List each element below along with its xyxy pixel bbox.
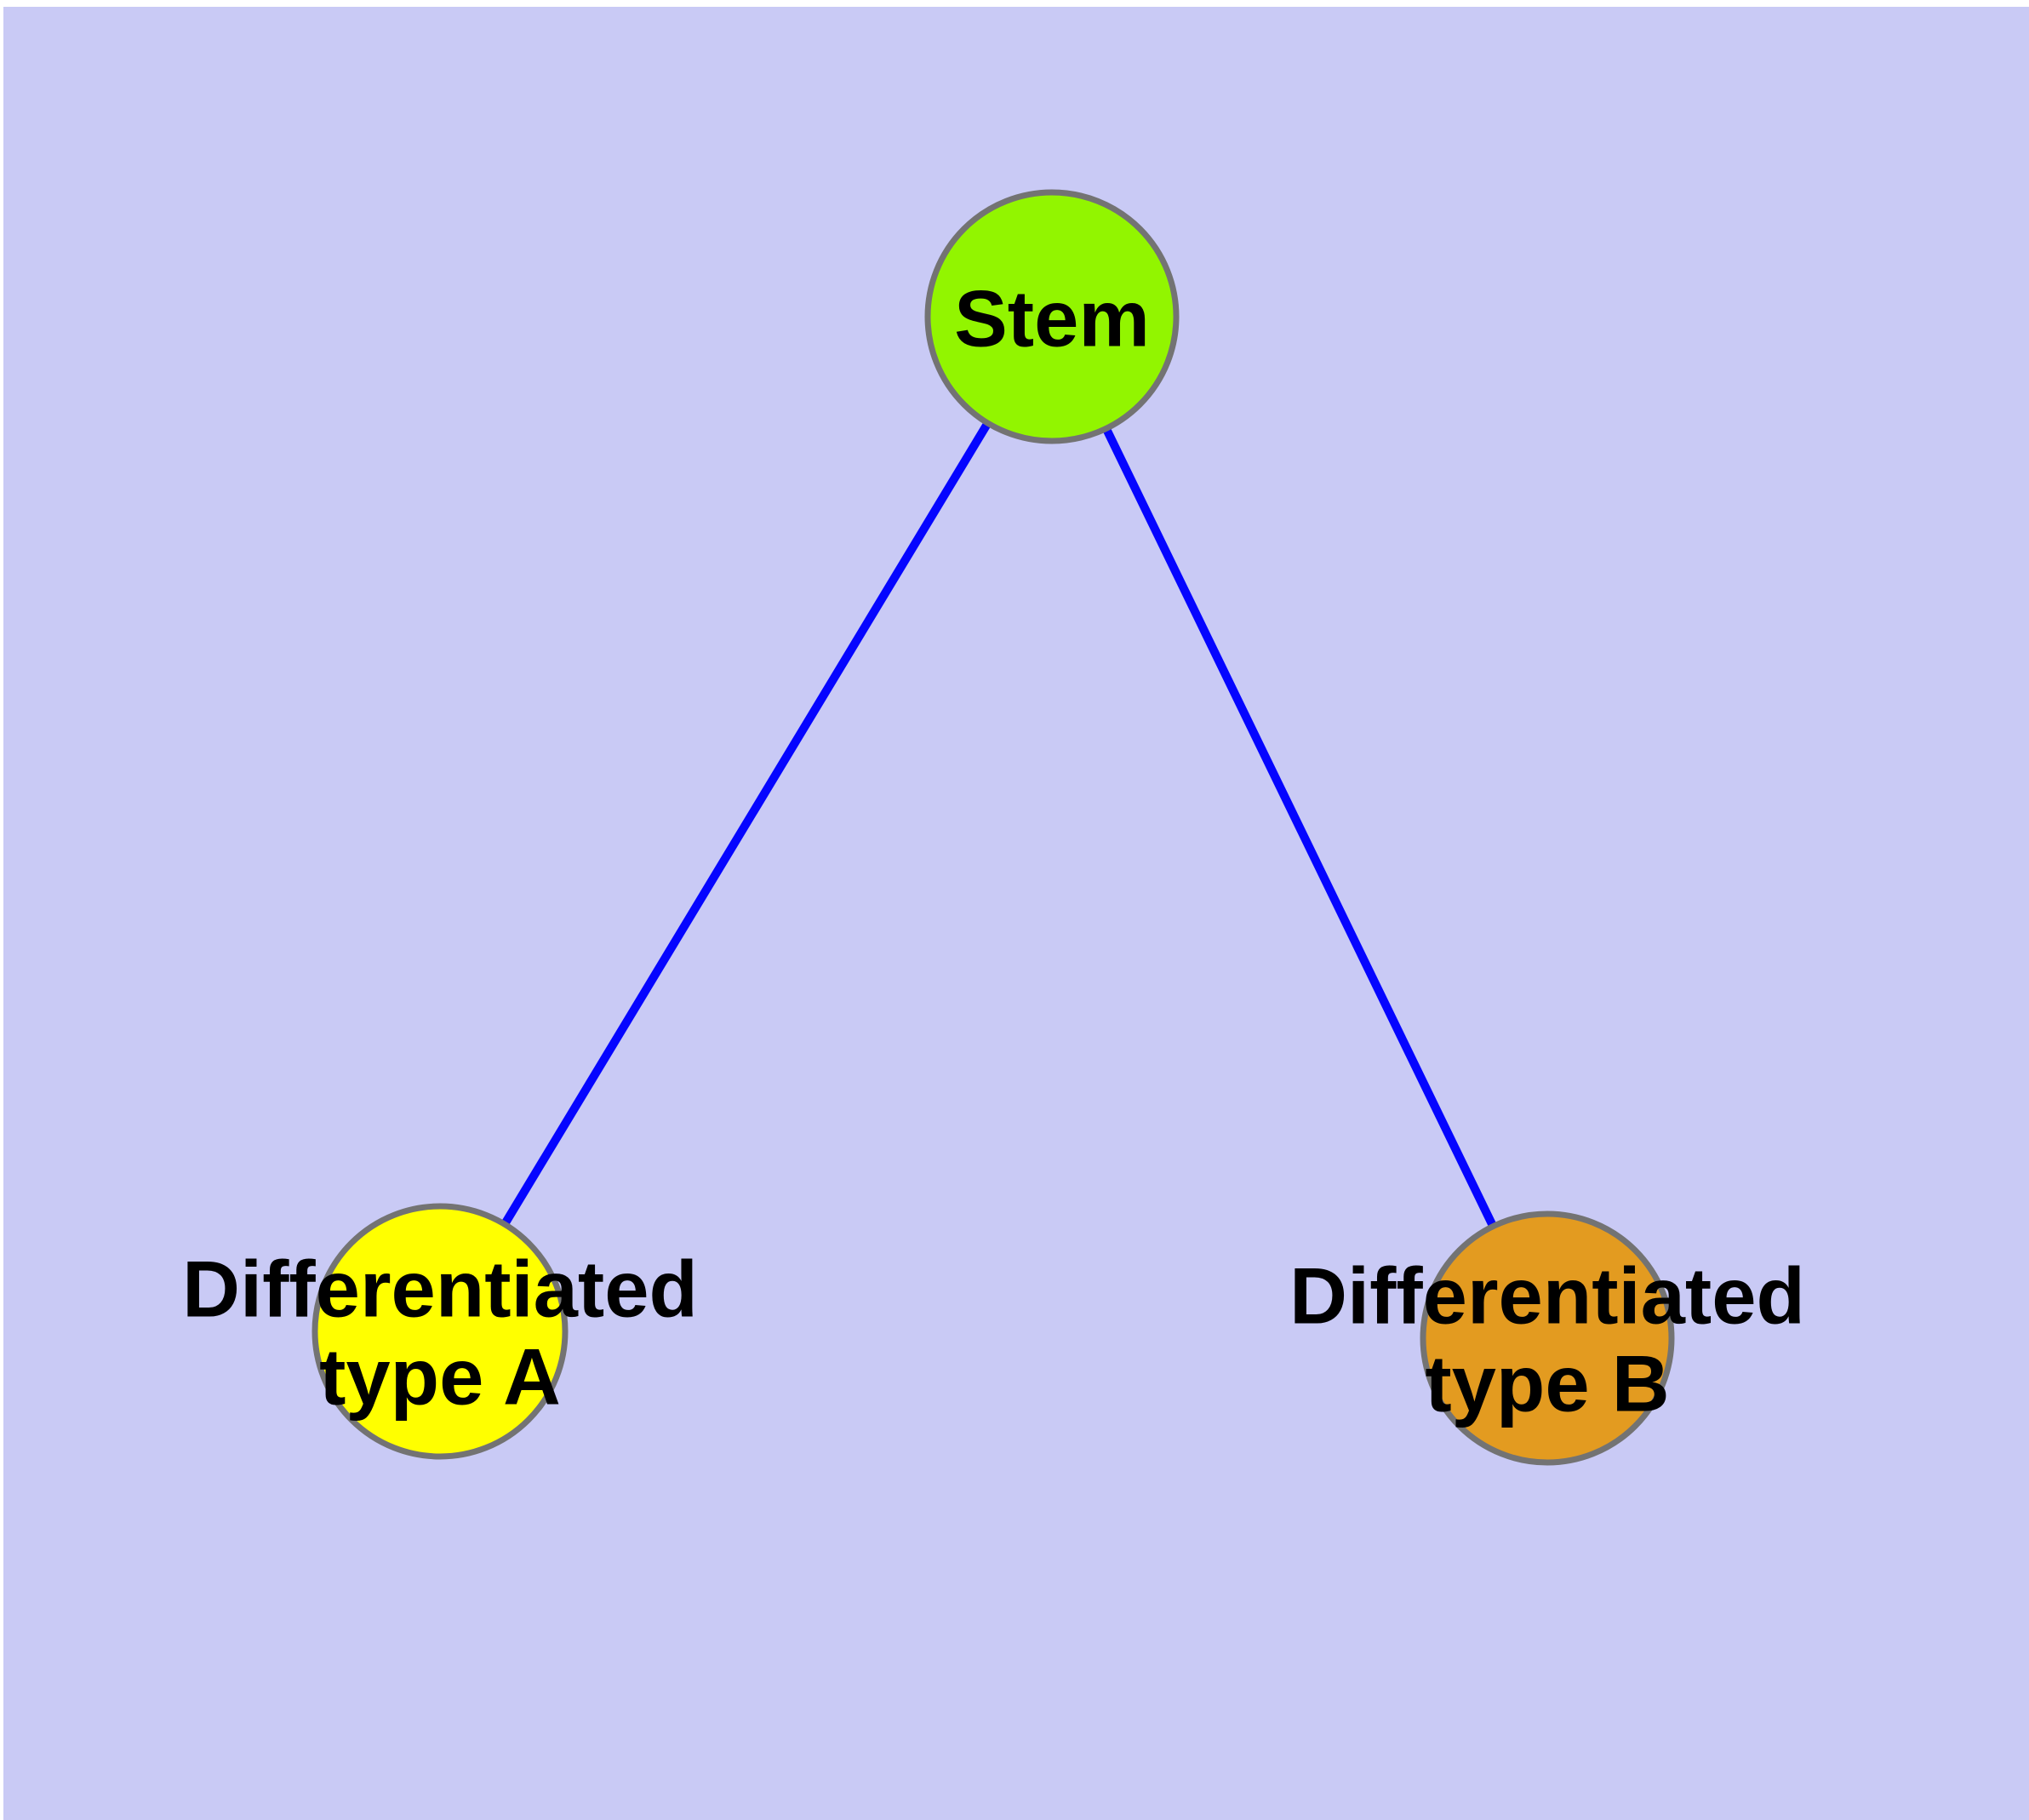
edge-stem-to-type-a xyxy=(436,314,1056,1334)
edge-stem-to-type-b xyxy=(1048,314,1552,1341)
diagram-canvas: Stem Differentiated type A Differentiate… xyxy=(3,7,2029,1820)
node-differentiated-type-a-circle xyxy=(311,1203,569,1460)
node-differentiated-type-b-circle xyxy=(1420,1210,1675,1466)
graph-svg xyxy=(3,7,2029,1820)
node-stem-circle xyxy=(924,189,1180,444)
